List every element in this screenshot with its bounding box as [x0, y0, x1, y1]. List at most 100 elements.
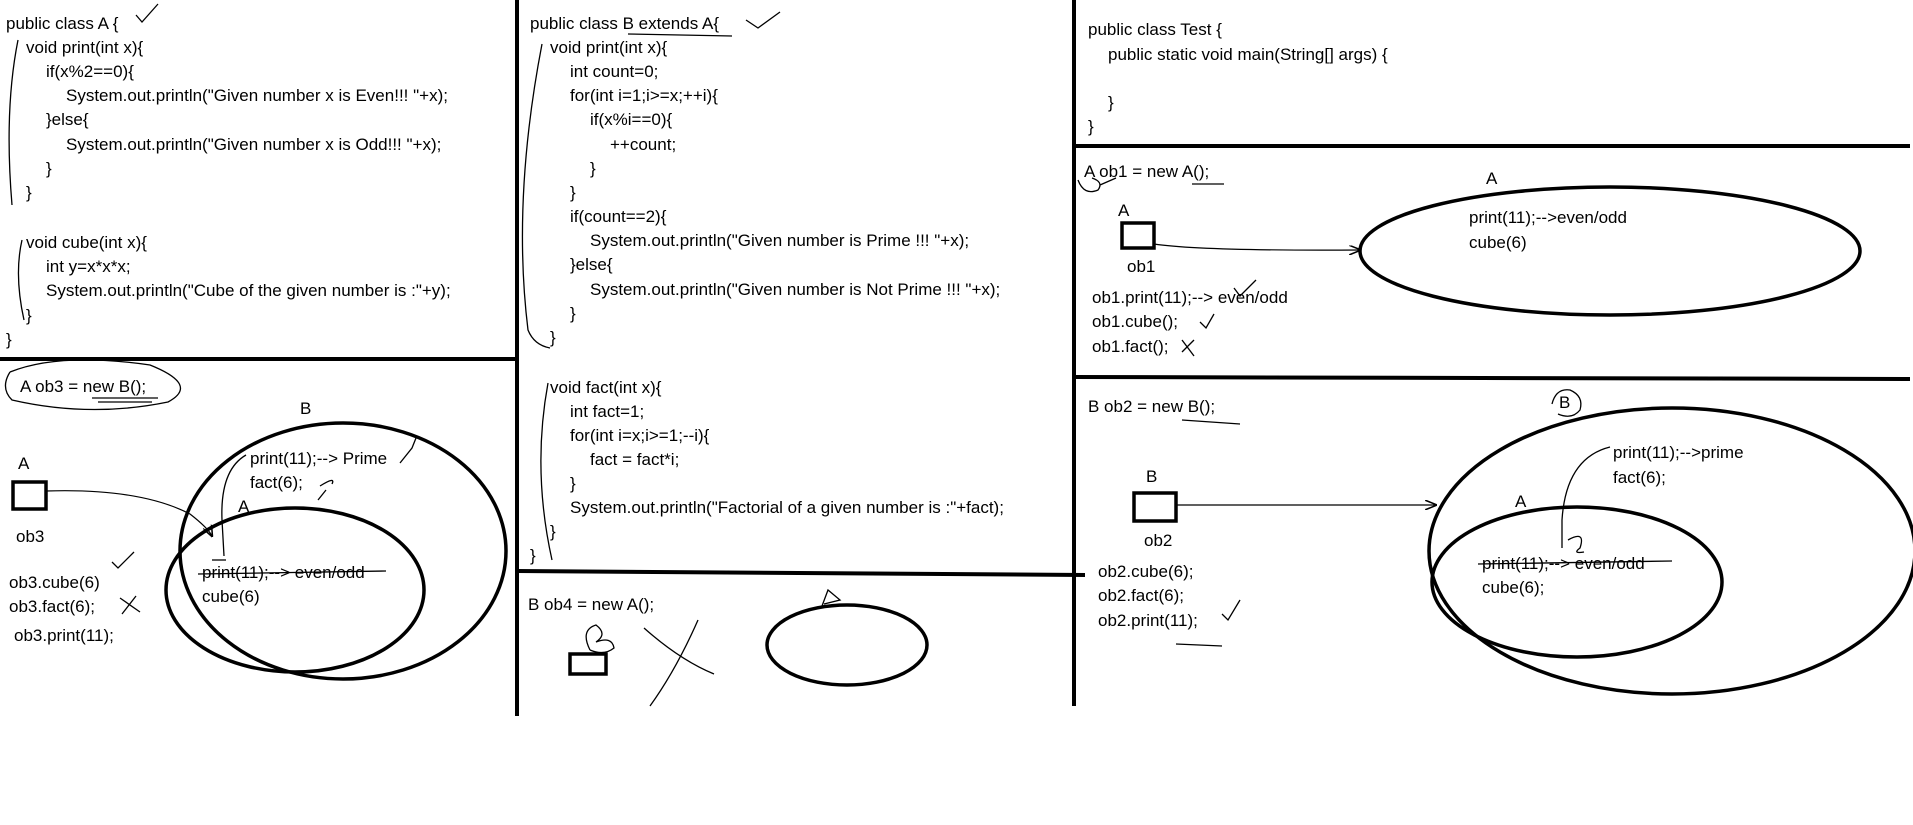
reference-type-label: B [1146, 467, 1157, 486]
code-line: System.out.println("Cube of the given nu… [46, 281, 451, 300]
code-line: System.out.println("Given number x is Od… [66, 135, 441, 154]
reference-box [1132, 491, 1178, 523]
method-call: ob1.print(11);--> even/odd [1092, 288, 1288, 307]
method-call: ob1.cube(); [1092, 312, 1178, 331]
inner-object-ellipse [1430, 505, 1724, 659]
code-line: } [6, 330, 12, 349]
cross-mark [643, 619, 715, 707]
outer-method: print(11);--> Prime [250, 449, 387, 468]
code-line: void fact(int x){ [550, 378, 662, 397]
object-class-label: A [1486, 169, 1498, 188]
method-call: ob3.print(11); [14, 626, 114, 645]
inner-object-label: A [1515, 492, 1527, 511]
method-call: ob2.print(11); [1098, 611, 1198, 630]
handwritten-marks [8, 3, 159, 321]
reference-box [568, 652, 608, 676]
inner-method: cube(6); [1482, 578, 1544, 597]
code-line: } [570, 304, 576, 323]
class-a-code: public class A { void print(int x){ if(x… [6, 3, 451, 349]
ob4-panel: B ob4 = new A(); [528, 588, 929, 707]
strikethrough [1477, 560, 1673, 565]
inner-method: cube(6) [202, 587, 260, 606]
class-test-code: public class Test { public static void m… [1088, 20, 1388, 136]
code-line: int y=x*x*x; [46, 257, 131, 276]
reference-name: ob1 [1127, 257, 1155, 276]
method-call: ob3.fact(6); [9, 597, 95, 616]
code-line: if(x%i==0){ [590, 110, 673, 129]
reference-name: ob3 [16, 527, 44, 546]
code-line: }else{ [46, 110, 89, 129]
handwritten-circle [1551, 389, 1582, 417]
outer-object-label: B [1559, 393, 1570, 412]
object-ellipse [1358, 185, 1862, 317]
horizontal-divider-right-middle [1073, 375, 1911, 381]
reference-name: ob2 [1144, 531, 1172, 550]
ob4-declaration: B ob4 = new A(); [528, 595, 654, 614]
outer-method: fact(6); [250, 473, 303, 492]
outer-object-ellipse [1427, 406, 1913, 696]
code-line: if(count==2){ [570, 207, 667, 226]
object-method: cube(6) [1469, 233, 1527, 252]
code-line: for(int i=1;i>=x;++i){ [570, 86, 718, 105]
handwritten-marks [1077, 177, 1224, 193]
handwritten-underline [1181, 419, 1241, 425]
inner-object-label: A [238, 497, 250, 516]
panel-dividers [0, 0, 1911, 716]
ob3-panel: A ob3 = new B(); B A print(11);--> Prime… [4, 359, 508, 681]
code-line: public class A { [6, 14, 119, 33]
strikethrough [197, 570, 387, 575]
method-call: ob2.fact(6); [1098, 586, 1184, 605]
method-call: ob3.cube(6) [9, 573, 100, 592]
reference-type-label: A [1118, 201, 1130, 220]
outer-method: print(11);-->prime [1613, 443, 1744, 462]
reference-box [11, 480, 48, 511]
method-call: ob1.fact(); [1092, 337, 1169, 356]
ob1-panel: A ob1 = new A(); A ob1 A print(11);-->ev… [1077, 162, 1862, 357]
code-line: int fact=1; [570, 402, 644, 421]
code-line: } [570, 474, 576, 493]
code-line: } [26, 306, 32, 325]
code-line: int count=0; [570, 62, 658, 81]
code-line: System.out.println("Given number x is Ev… [66, 86, 448, 105]
code-line: } [46, 159, 52, 178]
inner-object-ellipse [164, 506, 426, 674]
code-line: } [530, 546, 536, 565]
code-line: } [26, 183, 32, 202]
handwritten-marks [4, 359, 181, 411]
code-line: } [570, 183, 576, 202]
handwritten-marks [1175, 446, 1611, 647]
ob3-declaration: A ob3 = new B(); [20, 377, 146, 396]
reference-box [1120, 221, 1156, 250]
handwritten-scribble [585, 624, 615, 654]
ob2-declaration: B ob2 = new B(); [1088, 397, 1215, 416]
code-line: if(x%2==0){ [46, 62, 134, 81]
outer-object-label: B [300, 399, 311, 418]
object-ellipse [765, 603, 929, 687]
horizontal-divider-middle [516, 569, 1086, 577]
reference-arrow [45, 490, 212, 536]
code-line: } [550, 328, 556, 347]
code-line: } [1088, 117, 1094, 136]
code-line: System.out.println("Given number is Not … [590, 280, 1000, 299]
code-line: fact = fact*i; [590, 450, 679, 469]
ob2-panel: B ob2 = new B(); B ob2 B A print(11);-->… [1088, 389, 1913, 696]
object-method: print(11);-->even/odd [1469, 208, 1627, 227]
outer-method: fact(6); [1613, 468, 1666, 487]
code-line: public static void main(String[] args) { [1108, 45, 1388, 64]
code-line: } [590, 159, 596, 178]
ob1-declaration: A ob1 = new A(); [1084, 162, 1209, 181]
handwritten-marks [521, 11, 781, 561]
code-line: public class Test { [1088, 20, 1222, 39]
code-line: void cube(int x){ [26, 233, 147, 252]
code-line: void print(int x){ [26, 38, 143, 57]
code-line: void print(int x){ [550, 38, 667, 57]
code-line: System.out.println("Given number is Prim… [590, 231, 969, 250]
code-line: for(int i=x;i>=1;--i){ [570, 426, 710, 445]
reference-arrow [1153, 243, 1360, 250]
code-line: }else{ [570, 255, 613, 274]
code-line: ++count; [610, 135, 676, 154]
reference-type-label: A [18, 454, 30, 473]
handwritten-mark [821, 588, 842, 607]
code-line: } [550, 522, 556, 541]
